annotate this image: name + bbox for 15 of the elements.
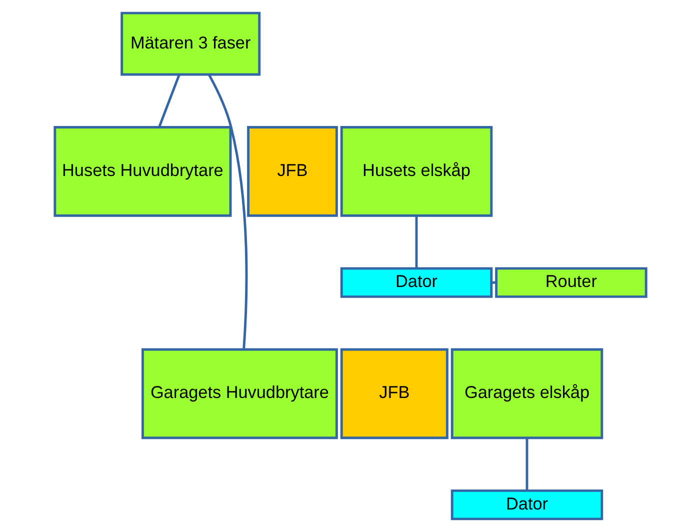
- node-box: Husets elskåp: [340, 126, 492, 217]
- connector: [158, 74, 180, 128]
- connector: [207, 74, 248, 350]
- node-box: Mätaren 3 faser: [120, 12, 260, 76]
- connector: [490, 281, 496, 284]
- connector: [414, 216, 418, 268]
- node-box: Husets Huvudbrytare: [53, 126, 232, 217]
- node-box: JFB: [340, 348, 448, 440]
- node-box: Dator: [340, 267, 492, 298]
- node-box: Dator: [450, 489, 603, 520]
- node-box: Router: [494, 267, 647, 298]
- node-box: Garagets elskåp: [450, 348, 603, 440]
- node-box: JFB: [246, 126, 338, 217]
- connector: [525, 438, 528, 490]
- node-box: Garagets Huvudbrytare: [140, 348, 338, 440]
